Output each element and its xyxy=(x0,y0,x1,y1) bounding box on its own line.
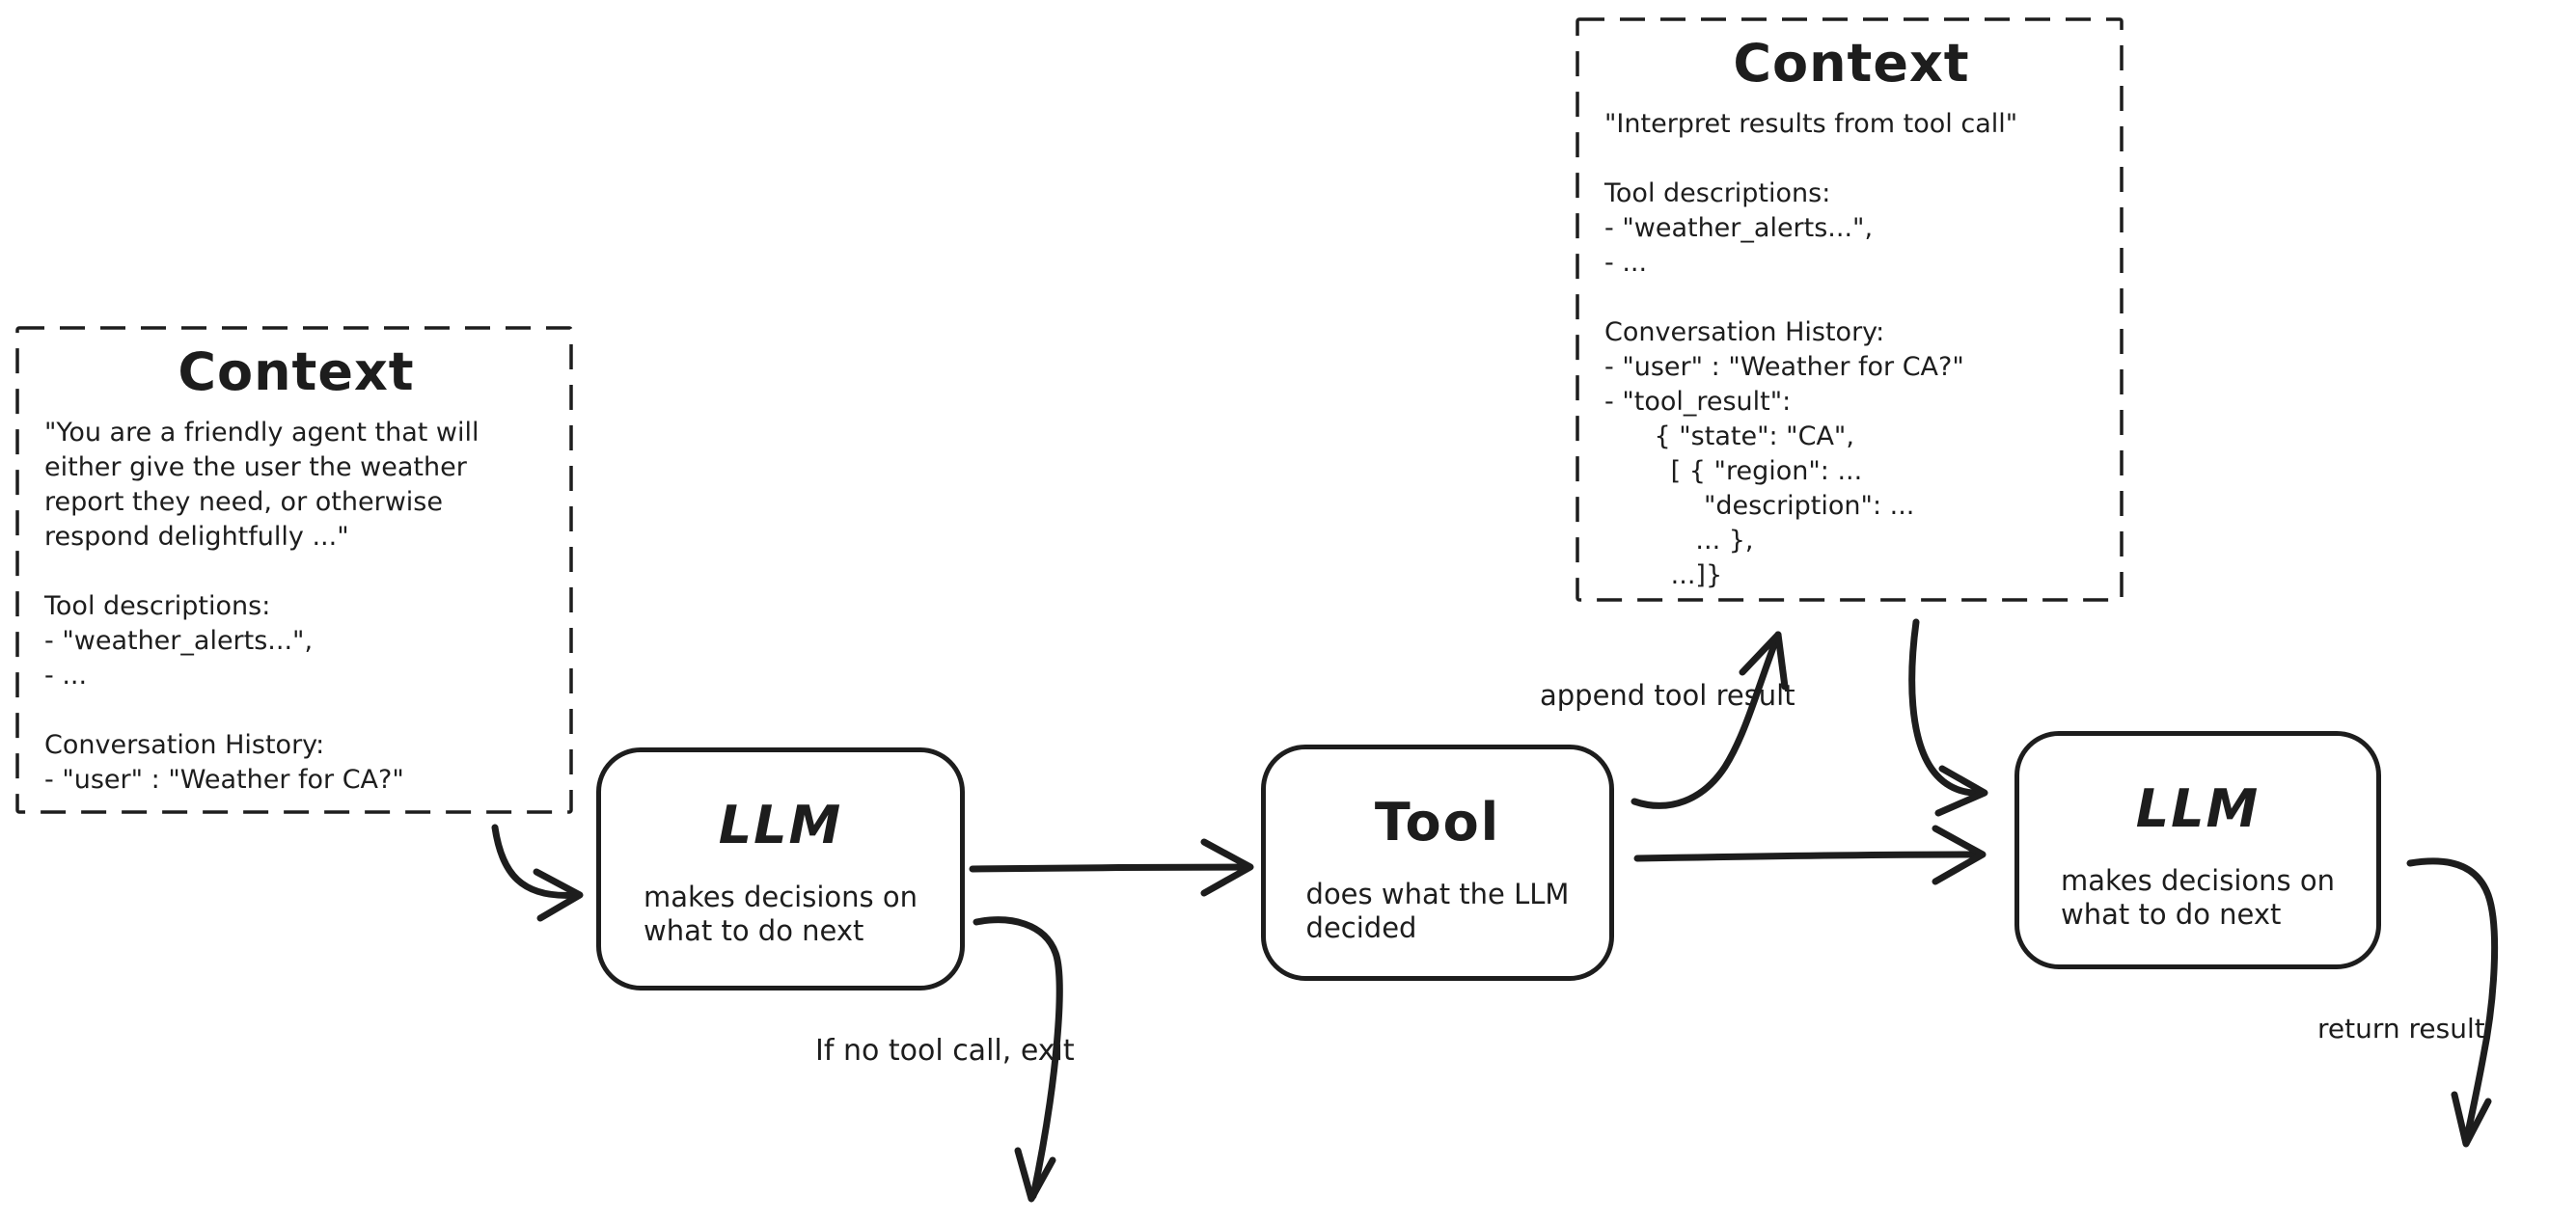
arrow-tool-to-llm-second xyxy=(1633,825,1987,885)
context-left-title: Context xyxy=(178,341,415,402)
context-box-right: Context "Interpret results from tool cal… xyxy=(1577,19,2122,600)
node-llm-second-title: LLM xyxy=(2135,778,2261,839)
context-right-title: Context xyxy=(1733,33,1970,94)
arrow-llm-exit xyxy=(973,916,1063,1203)
context-left-border xyxy=(15,326,573,814)
arrow-tool-to-context-right xyxy=(1631,631,1789,809)
node-llm-first-title: LLM xyxy=(718,795,843,855)
context-box-left: Context "You are a friendly agent that w… xyxy=(17,328,571,812)
node-tool: Tool does what the LLM decided xyxy=(1261,745,1614,981)
node-tool-subtitle: does what the LLM decided xyxy=(1305,878,1570,944)
label-return-result: return result xyxy=(2317,1013,2485,1045)
arrow-context-left-to-llm xyxy=(491,824,584,922)
context-right-body: "Interpret results from tool call" Tool … xyxy=(1604,109,2018,590)
node-tool-title: Tool xyxy=(1374,792,1501,853)
node-llm-first-subtitle: makes decisions on what to do next xyxy=(644,881,918,947)
context-left-body: "You are a friendly agent that will eith… xyxy=(44,418,480,795)
arrow-llm-to-tool xyxy=(969,838,1254,897)
context-right-border xyxy=(1576,17,2124,602)
label-append-tool-result: append tool result xyxy=(1540,679,1795,712)
node-llm-first: LLM makes decisions on what to do next xyxy=(596,747,965,990)
node-llm-second: LLM makes decisions on what to do next xyxy=(2014,731,2381,969)
label-if-no-tool-call-exit: If no tool call, exit xyxy=(815,1034,1075,1068)
node-llm-second-subtitle: makes decisions on what to do next xyxy=(2061,864,2335,931)
arrow-llm-second-return xyxy=(2406,857,2499,1148)
arrow-context-right-to-llm-second xyxy=(1908,618,1988,817)
